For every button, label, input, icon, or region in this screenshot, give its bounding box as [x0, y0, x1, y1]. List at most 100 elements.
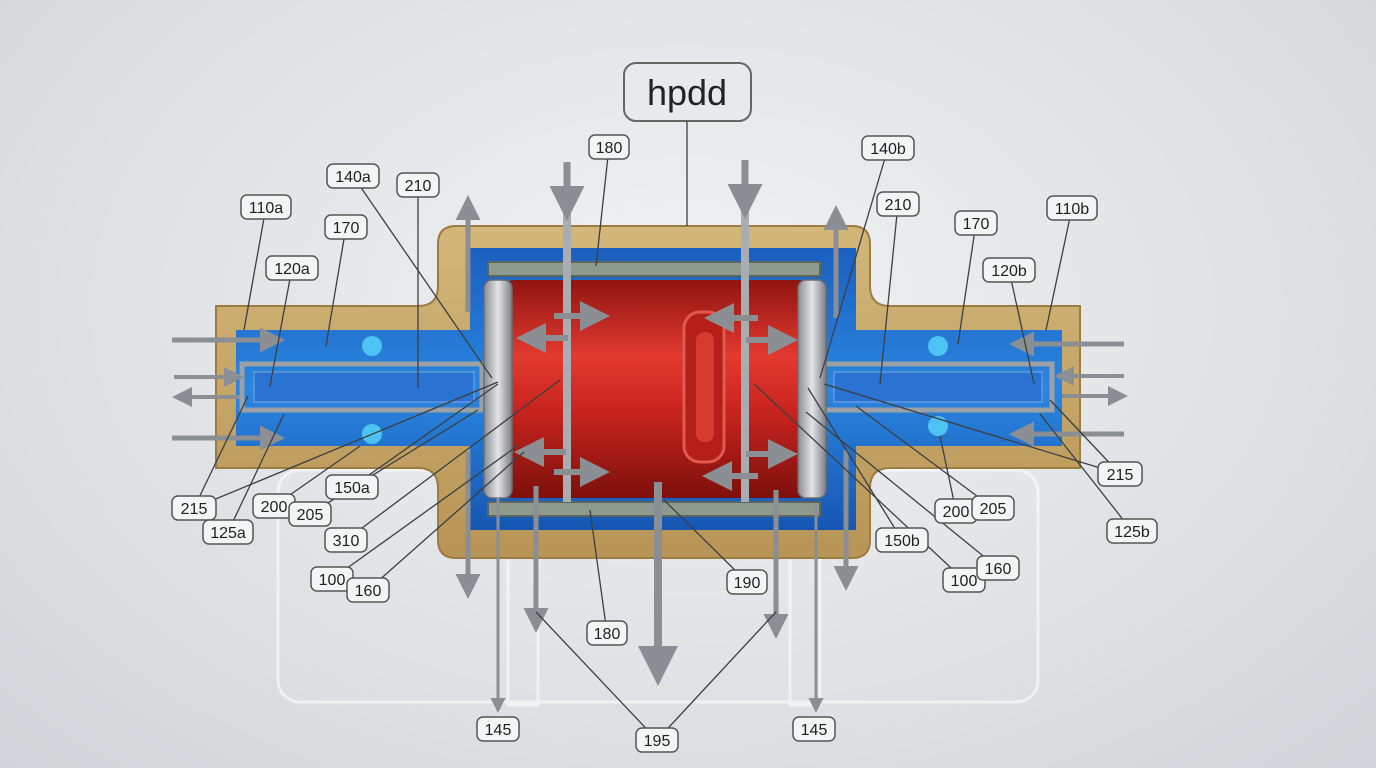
callout-l215_right: 215: [1097, 461, 1143, 487]
red-chamber: [500, 280, 812, 498]
title-badge: hpdd: [623, 62, 752, 226]
callout-text: 205: [297, 507, 324, 524]
callout-box: [588, 134, 630, 160]
callout-l100_right: 100: [942, 567, 986, 593]
callout-text: 150a: [334, 480, 370, 497]
leader-line: [193, 395, 249, 509]
callout-l210_right: 210: [876, 191, 920, 217]
leader-line: [1008, 269, 1035, 385]
callout-l160_right: 160: [976, 555, 1020, 581]
callout-box: [726, 569, 768, 595]
leader-line: [805, 411, 999, 569]
leader-line: [855, 405, 994, 509]
leader-line: [325, 226, 347, 347]
callout-box: [586, 620, 628, 646]
callout-text: 120b: [991, 263, 1027, 280]
callout-l140a: 140a: [326, 163, 380, 189]
callout-text: 180: [596, 140, 623, 157]
end-cap-left: [483, 279, 513, 499]
callout-text: 140a: [335, 169, 371, 186]
leader-line: [535, 611, 658, 741]
callout-l310: 310: [324, 527, 368, 553]
callout-l120b: 120b: [982, 257, 1036, 283]
callout-text: 170: [963, 216, 990, 233]
callout-text: 160: [355, 583, 382, 600]
callout-l210_left: 210: [396, 172, 440, 198]
callout-box: [876, 191, 920, 217]
callout-text: 210: [405, 178, 432, 195]
callout-text: 195: [644, 733, 671, 750]
callout-text: 200: [261, 499, 288, 516]
callout-l100_left: 100: [310, 566, 354, 592]
callout-box: [875, 527, 929, 553]
callout-text: 150b: [884, 533, 920, 550]
leader-line: [823, 383, 1121, 475]
callout-l215_left: 215: [171, 495, 217, 521]
callout-text: 310: [333, 533, 360, 550]
leader-line: [352, 175, 493, 379]
diagram-title: hpdd: [647, 72, 727, 113]
callout-l200_right: 200: [934, 498, 978, 524]
callout-labels: 110a 140a 210 170 120a 180 140b 210 170 110b 120b 2…: [171, 134, 1158, 753]
callout-text: 110a: [249, 200, 284, 217]
callout-box: [1046, 195, 1098, 221]
leader-line: [656, 611, 777, 741]
callout-box: [861, 135, 915, 161]
callout-text: 140b: [870, 141, 906, 158]
callout-box: [325, 474, 379, 500]
callout-text: 145: [801, 722, 828, 739]
callout-l110a: 110a: [240, 194, 292, 220]
callout-l200_left: 200: [252, 493, 296, 519]
callout-text: 160: [985, 561, 1012, 578]
rod-right: [741, 210, 749, 502]
callout-text: 170: [333, 220, 360, 237]
callout-l150a: 150a: [325, 474, 379, 500]
leader-line: [879, 203, 899, 385]
callout-text: 180: [594, 626, 621, 643]
callout-text: 215: [181, 501, 208, 518]
callout-text: 125b: [1114, 524, 1150, 541]
callout-text: 110b: [1055, 201, 1090, 218]
leader-line: [193, 381, 499, 509]
callout-text: 200: [943, 504, 970, 521]
leader-line: [589, 509, 608, 634]
callout-l110b: 110b: [1046, 195, 1098, 221]
callout-l125a: 125a: [202, 519, 254, 545]
leader-line: [807, 387, 903, 541]
callout-box: [324, 527, 368, 553]
callout-text: 215: [1107, 467, 1134, 484]
callout-l160_left: 160: [346, 577, 390, 603]
callout-l145_right: 145: [792, 716, 836, 742]
callout-box: [288, 501, 332, 527]
callout-box: [346, 577, 390, 603]
callout-text: 100: [319, 572, 346, 589]
callout-l145_left: 145: [476, 716, 520, 742]
inner-tube-left: [239, 361, 485, 413]
leader-lines: [193, 146, 1133, 741]
callout-box: [240, 194, 292, 220]
top-plate: [487, 261, 821, 277]
callout-box: [954, 210, 998, 236]
callout-l180_bottom: 180: [586, 620, 628, 646]
leader-line: [1039, 413, 1133, 532]
callout-text: 120a: [274, 261, 310, 278]
callout-l125b: 125b: [1106, 518, 1158, 544]
leader-line: [227, 413, 285, 533]
callout-l205_right: 205: [971, 495, 1015, 521]
rod-left: [563, 210, 571, 502]
callout-box: [982, 257, 1036, 283]
callout-l170_left: 170: [324, 214, 368, 240]
callout-text: 190: [734, 575, 761, 592]
leader-line: [819, 147, 889, 379]
leader-line: [243, 206, 267, 331]
leader-line: [595, 146, 610, 267]
callout-box: [396, 172, 440, 198]
flow-arrows: [172, 160, 1128, 713]
callout-box: [326, 163, 380, 189]
callout-box: [171, 495, 217, 521]
callout-l120a: 120a: [265, 255, 319, 281]
callout-box: [202, 519, 254, 545]
leader-line: [351, 383, 499, 488]
leader-line: [1045, 207, 1073, 331]
